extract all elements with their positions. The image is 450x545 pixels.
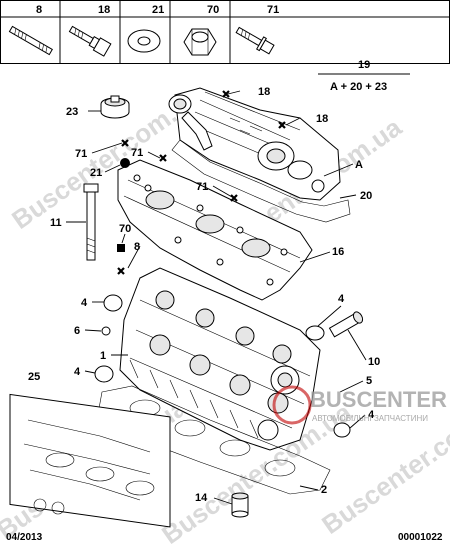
callout-16: 16 (332, 246, 344, 258)
plug-4 (305, 325, 325, 341)
callout-4: 4 (368, 409, 375, 421)
header-ref-18: 18 (98, 4, 110, 16)
callout-4: 4 (74, 366, 81, 378)
kit-composition-label: 19 A + 20 + 23 (318, 59, 410, 93)
header-parts-strip: 8 18 21 70 (0, 0, 450, 64)
brand-name: BUSCENTER (310, 387, 447, 412)
leader-lines (66, 90, 367, 505)
callout-2: 2 (321, 484, 327, 496)
hex-nut-icon (183, 28, 217, 56)
long-stud-bolt-icon (8, 25, 53, 56)
washer-icon (127, 29, 161, 53)
head-bolt-11 (83, 183, 99, 261)
brand-watermark: BUSCENTER АВТОМОБІЛЬНІ ЗАПЧАСТИНИ (272, 385, 447, 425)
kit-ref: 19 (358, 59, 370, 71)
callout-14: 14 (195, 492, 208, 504)
valve-cover-gasket-20 (171, 139, 351, 223)
plug-4 (333, 422, 351, 438)
callout-70: 70 (119, 223, 131, 235)
sleeve-10 (328, 311, 364, 338)
callout-4: 4 (81, 297, 88, 309)
valve-cover-assembly-A (168, 87, 341, 201)
callout-5: 5 (366, 375, 372, 387)
callout-1: 1 (100, 350, 106, 362)
replacement-markers (117, 90, 286, 275)
callout-6: 6 (74, 325, 80, 337)
diagram-code: 00001022 (398, 532, 443, 543)
callout-21: 21 (90, 167, 102, 179)
flange-bolt-icon (235, 26, 275, 55)
header-ref-70: 70 (207, 4, 219, 16)
oil-filler-cap-23 (100, 95, 130, 119)
camshaft-bores (149, 290, 292, 414)
callout-20: 20 (360, 190, 372, 202)
callout-18: 18 (316, 113, 328, 125)
callout-71: 71 (196, 181, 208, 193)
shouldered-bolt-icon (68, 25, 112, 57)
header-ref-71: 71 (267, 4, 279, 16)
callout-71: 71 (131, 147, 143, 159)
callout-71: 71 (75, 148, 87, 160)
o-ring-6 (101, 326, 111, 336)
brand-tagline: АВТОМОБІЛЬНІ ЗАПЧАСТИНИ (312, 414, 428, 423)
callout-8: 8 (134, 241, 140, 253)
camshaft-carrier-16 (117, 159, 313, 301)
plug-4 (103, 294, 123, 312)
callout-4: 4 (338, 293, 345, 305)
loose-small-parts (83, 158, 364, 518)
kit-formula: A + 20 + 23 (330, 81, 387, 93)
revision-date: 04/2013 (6, 532, 43, 543)
callout-10: 10 (368, 356, 380, 368)
callout-18: 18 (258, 86, 270, 98)
plug-14 (231, 492, 249, 518)
callout-23: 23 (66, 106, 78, 118)
plug-4 (94, 365, 114, 383)
nut-70 (117, 244, 125, 252)
washer-21 (120, 158, 130, 168)
cylinder-head-1 (119, 267, 321, 451)
callout-A: A (355, 159, 363, 171)
header-ref-21: 21 (152, 4, 164, 16)
callout-labels: 23 18 18 A 20 71 21 71 71 11 70 8 16 4 4… (28, 86, 380, 504)
header-ref-8: 8 (36, 4, 42, 16)
gasket-set-25 (9, 393, 171, 528)
callout-11: 11 (50, 217, 62, 229)
callout-25: 25 (28, 371, 40, 383)
